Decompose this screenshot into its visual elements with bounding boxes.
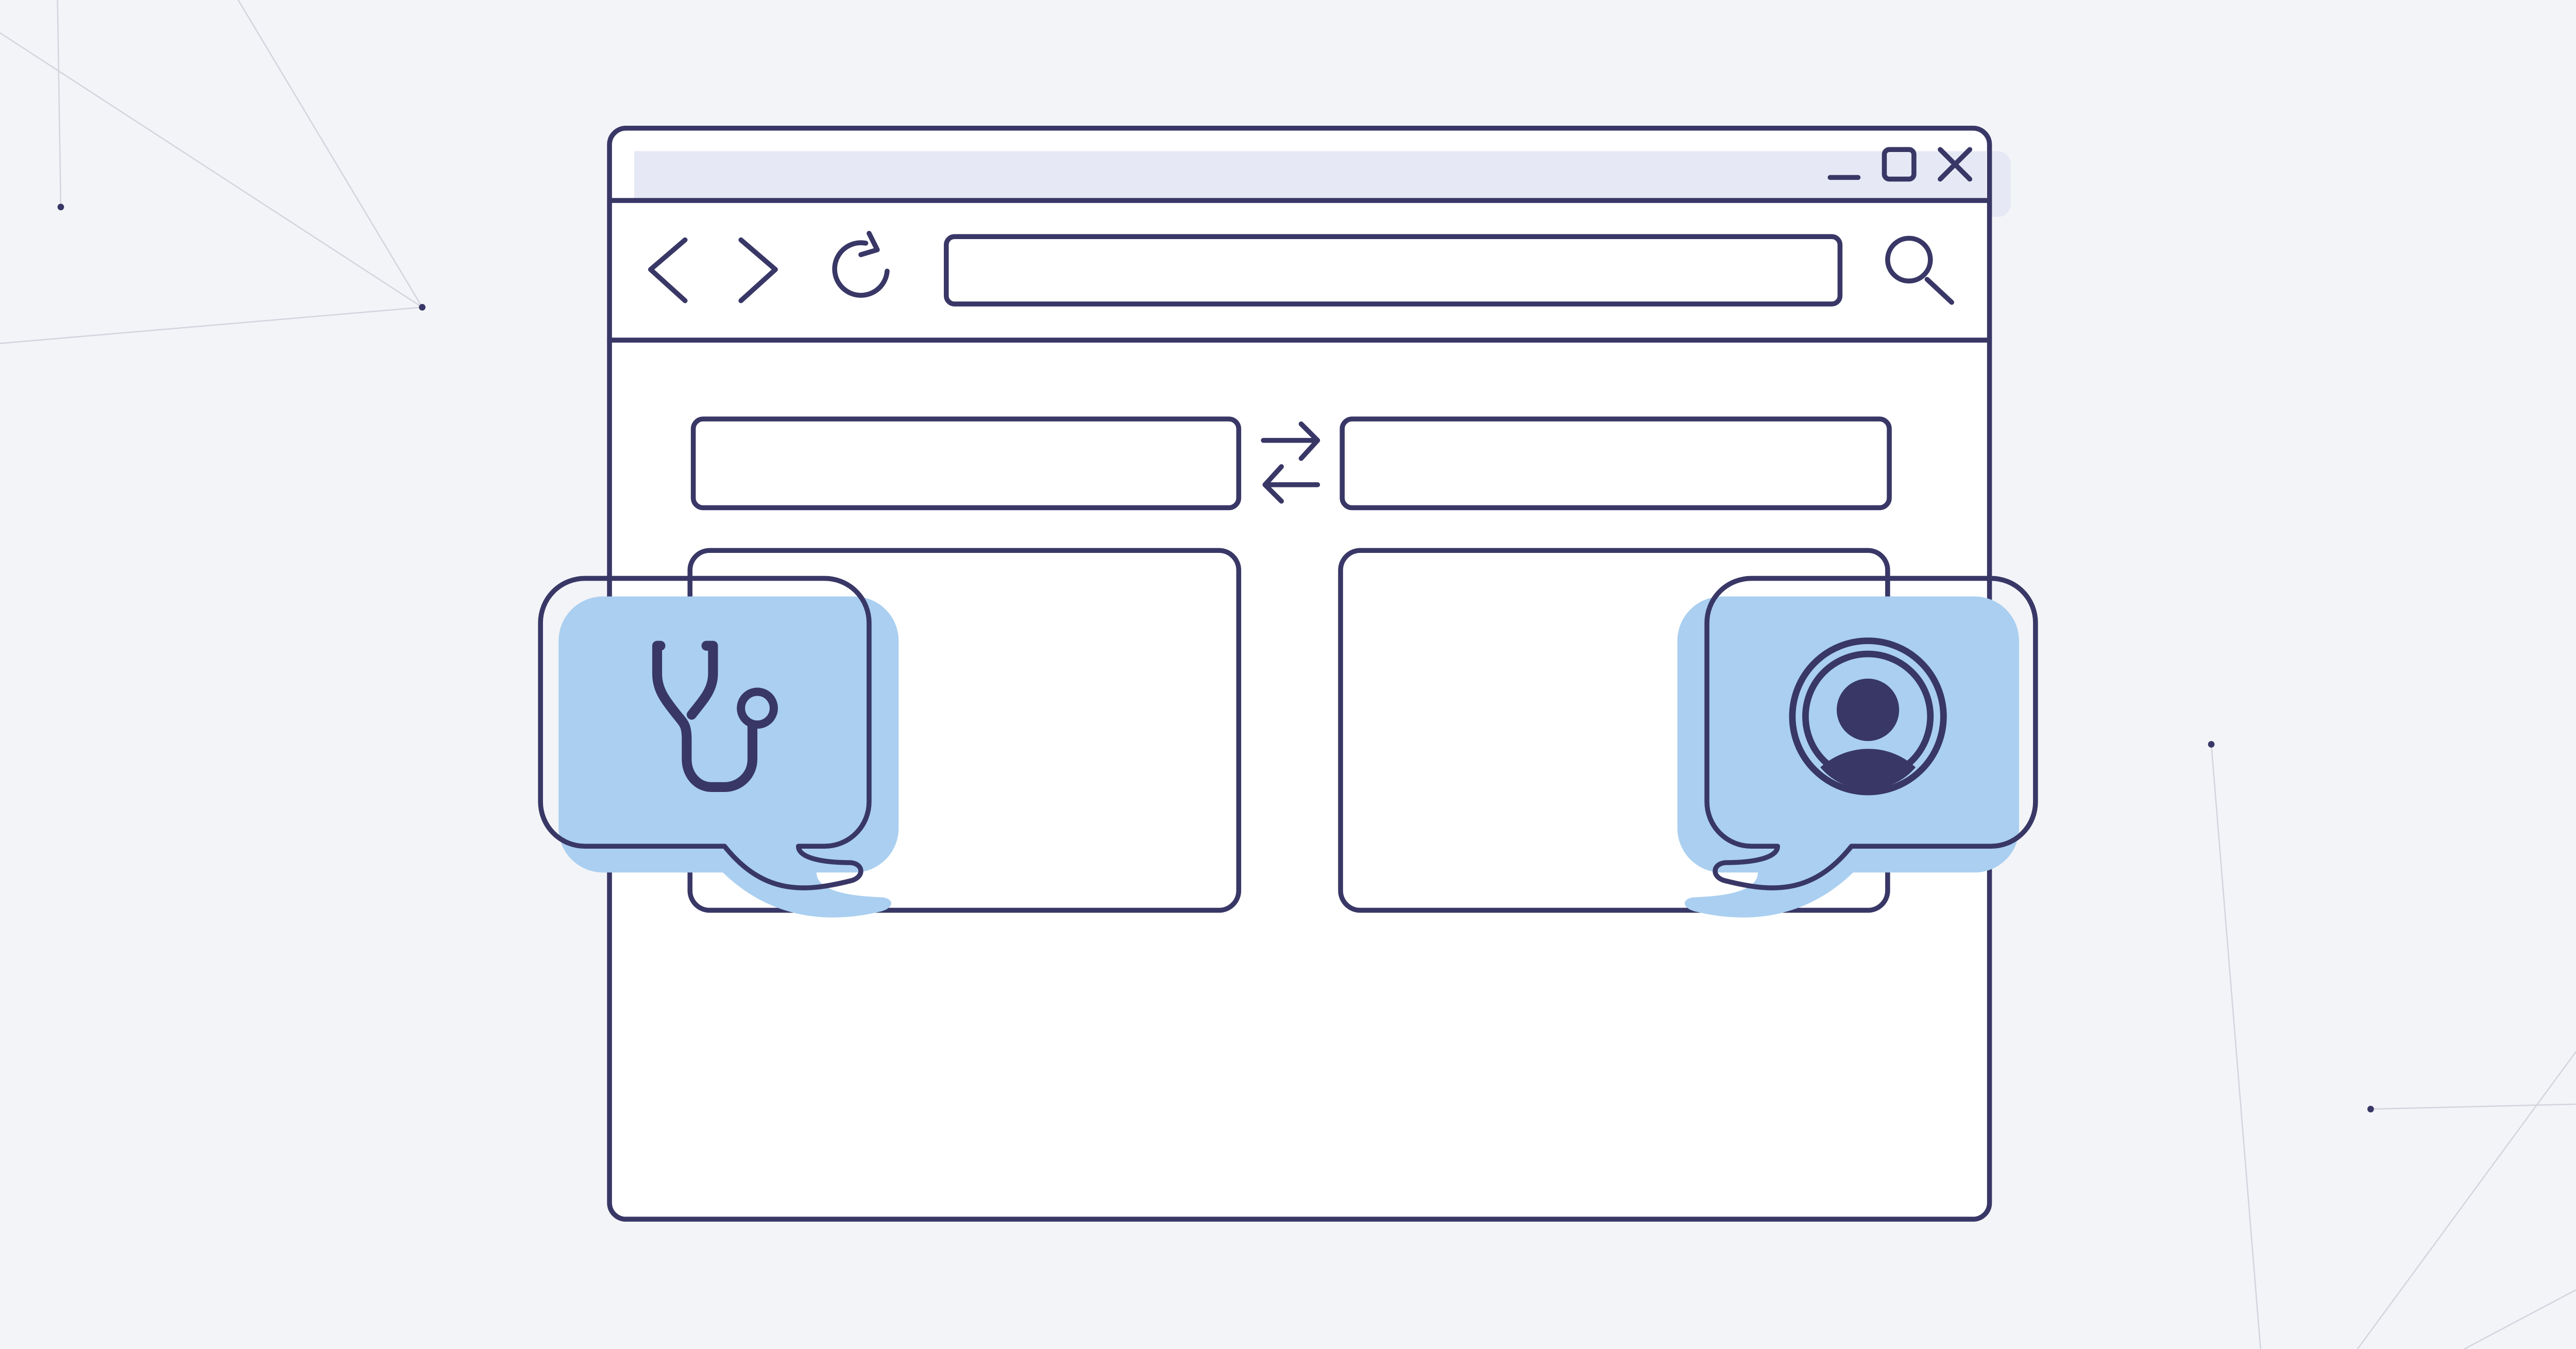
- search-icon[interactable]: [1885, 235, 1955, 305]
- stethoscope-icon: [652, 640, 778, 792]
- right-input-box[interactable]: [1340, 416, 1892, 511]
- right-bubble-outline: [1704, 576, 2038, 890]
- chevron-right-icon[interactable]: [738, 237, 778, 303]
- left-bubble-outline: [538, 576, 872, 890]
- title-bar-fill: [634, 151, 1987, 199]
- maximize-icon[interactable]: [1882, 147, 1917, 182]
- left-bubble-fill: [558, 596, 899, 918]
- swap-arrows-icon: [1261, 421, 1320, 504]
- reload-icon[interactable]: [832, 231, 890, 298]
- chevron-left-icon[interactable]: [648, 237, 688, 303]
- address-bar[interactable]: [943, 234, 1843, 307]
- left-chat-bubble: [538, 576, 899, 918]
- decor-dots: [57, 204, 2374, 1112]
- user-avatar-icon: [1789, 637, 1947, 796]
- right-chat-bubble: [1677, 576, 2038, 918]
- left-input-box[interactable]: [690, 416, 1242, 511]
- close-icon[interactable]: [1938, 147, 1973, 182]
